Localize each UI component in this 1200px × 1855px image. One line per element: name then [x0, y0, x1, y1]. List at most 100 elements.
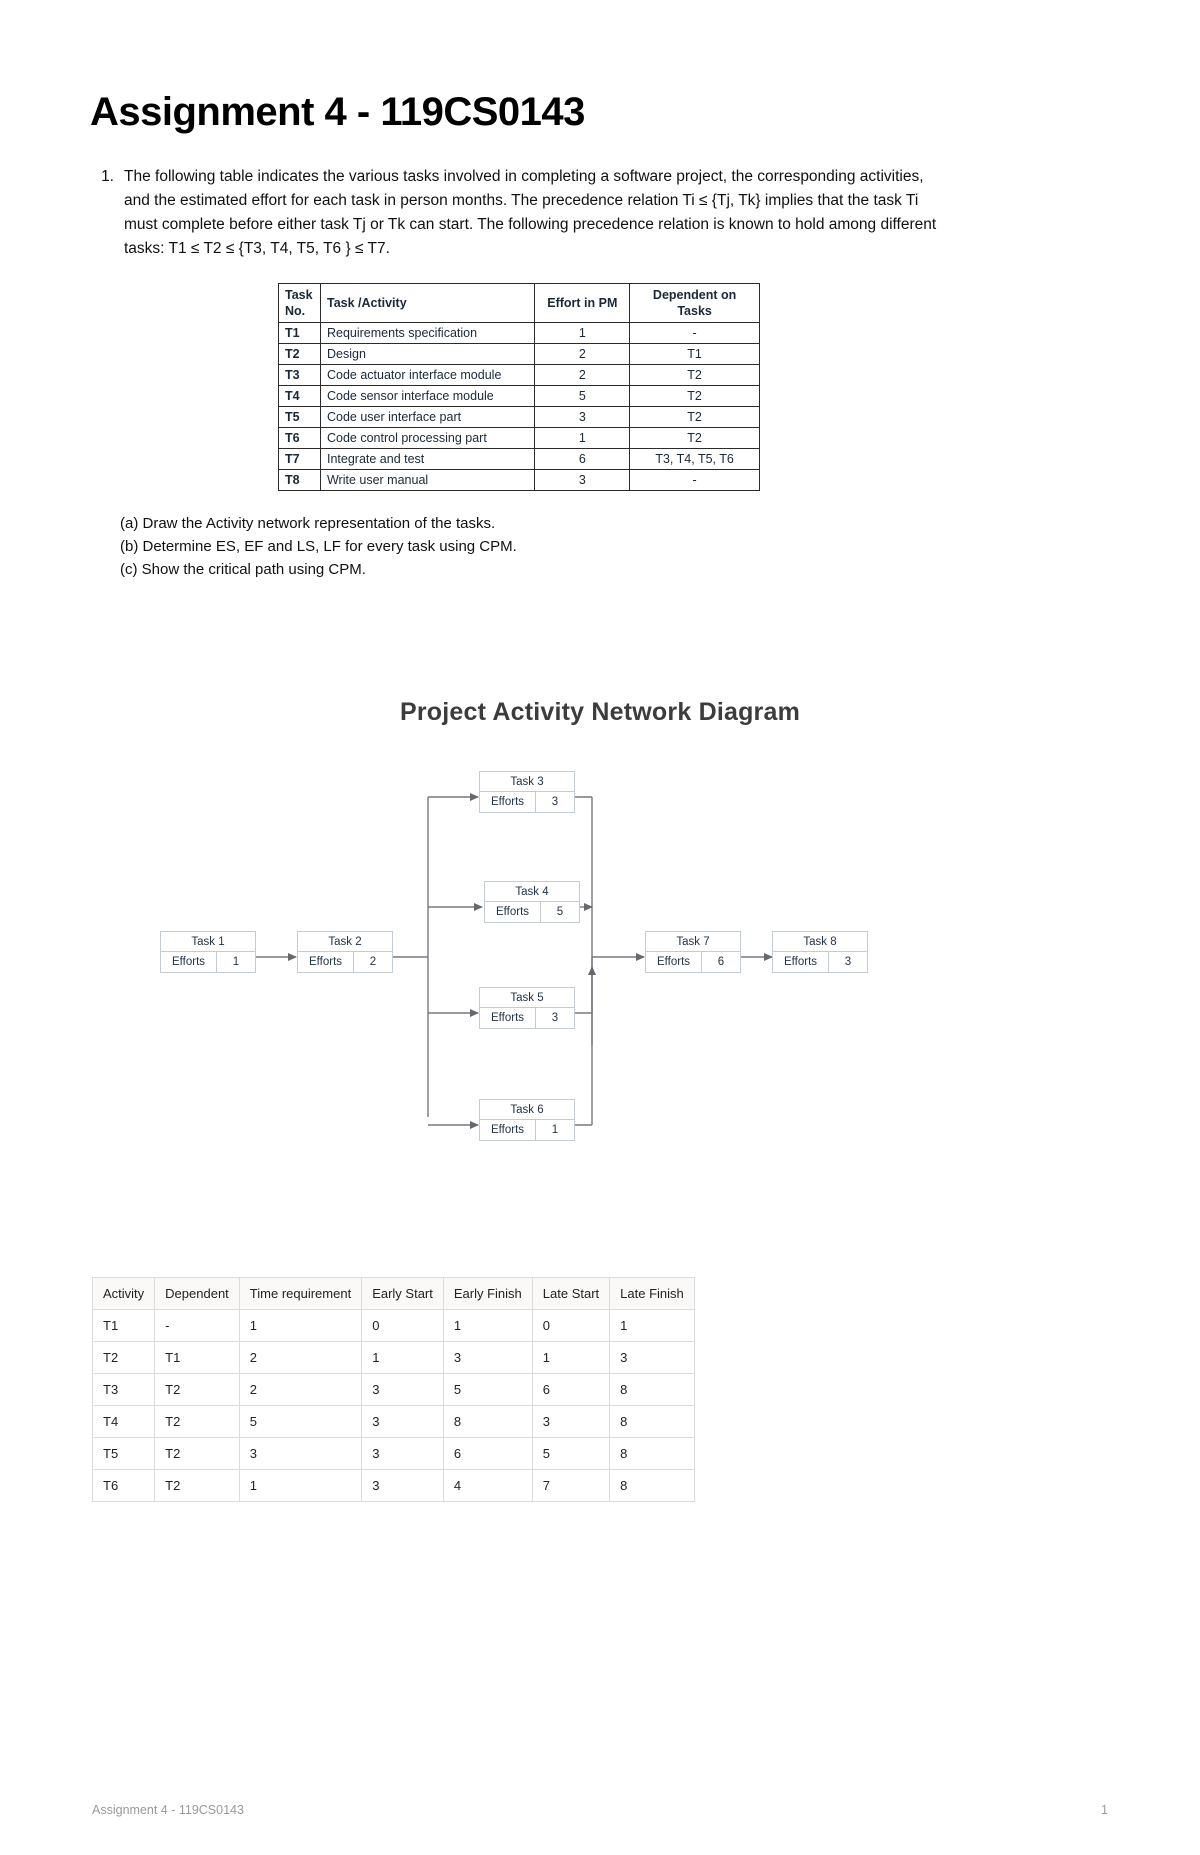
cell-dependent: T2: [629, 364, 760, 386]
cpm-cell-ls: 3: [531, 1405, 611, 1438]
cpm-cell-dependent: T1: [154, 1341, 240, 1374]
table-row: T2 Design 2 T1: [278, 343, 760, 365]
th-effort-pm: Effort in PM: [534, 283, 631, 323]
cpm-cell-ef: 6: [442, 1437, 533, 1470]
diagram-node-task-5: Task 5 Efforts 3: [479, 987, 575, 1029]
diagram-node-task-4: Task 4 Efforts 5: [484, 881, 580, 923]
cpm-cell-ef: 1: [442, 1309, 533, 1342]
cpm-cell-time: 2: [238, 1373, 363, 1406]
cpm-header-row: Activity Dependent Time requirement Earl…: [91, 1277, 695, 1310]
footer-page-number: 1: [1101, 1803, 1108, 1817]
cpm-results-table: Activity Dependent Time requirement Earl…: [91, 1277, 695, 1502]
diagram-node-task-6: Task 6 Efforts 1: [479, 1099, 575, 1141]
th-task-no: Task No.: [278, 283, 321, 323]
cpm-cell-lf: 8: [609, 1437, 695, 1470]
node-effort-label: Efforts: [480, 792, 536, 812]
th-task-activity: Task /Activity: [319, 283, 536, 323]
cpm-cell-es: 3: [361, 1469, 444, 1502]
node-effort-value: 3: [844, 956, 852, 968]
cpm-cell-lf: 8: [609, 1469, 695, 1502]
table-row: T5 Code user interface part 3 T2: [278, 406, 760, 428]
cpm-cell-time: 5: [238, 1405, 363, 1438]
node-effort-label: Efforts: [298, 952, 354, 972]
table-row: T4 T2 5 3 8 3 8: [91, 1405, 695, 1438]
cell-effort: 6: [534, 448, 631, 470]
diagram-node-task-3: Task 3 Efforts 3: [479, 771, 575, 813]
cell-dependent: T2: [629, 385, 760, 407]
sub-question-b: (b) Determine ES, EF and LS, LF for ever…: [120, 538, 517, 555]
cell-dependent: -: [629, 322, 760, 344]
cpm-cell-es: 1: [361, 1341, 444, 1374]
cell-effort: 3: [534, 469, 631, 491]
cpm-th-late-start: Late Start: [531, 1277, 611, 1310]
question-number: 1.: [101, 168, 114, 185]
task-activity-table: Task No. Task /Activity Effort in PM Dep…: [278, 283, 760, 491]
table-row: T1 - 1 0 1 0 1: [91, 1309, 695, 1342]
cpm-th-early-finish: Early Finish: [442, 1277, 533, 1310]
th-task-no-line1: Task: [285, 288, 313, 302]
cpm-cell-time: 1: [238, 1469, 363, 1502]
cpm-cell-ls: 7: [531, 1469, 611, 1502]
cpm-cell-activity: T6: [91, 1469, 156, 1502]
node-title: Task 1: [161, 932, 255, 952]
cell-dependent: -: [629, 469, 760, 491]
table-row: T7 Integrate and test 6 T3, T4, T5, T6: [278, 448, 760, 470]
cell-effort: 3: [534, 406, 631, 428]
cpm-cell-time: 2: [238, 1341, 363, 1374]
node-effort-label: Efforts: [480, 1120, 536, 1140]
table-row: T8 Write user manual 3 -: [278, 469, 760, 491]
cell-activity: Code actuator interface module: [319, 364, 536, 386]
cell-activity: Design: [319, 343, 536, 365]
sub-question-a: (a) Draw the Activity network representa…: [120, 515, 496, 532]
table-row: T4 Code sensor interface module 5 T2: [278, 385, 760, 407]
cpm-th-early-start: Early Start: [361, 1277, 444, 1310]
node-effort-value: 3: [551, 1012, 559, 1024]
cpm-cell-es: 3: [361, 1437, 444, 1470]
node-title: Task 5: [480, 988, 574, 1008]
table-row: T2 T1 2 1 3 1 3: [91, 1341, 695, 1374]
cpm-cell-es: 0: [361, 1309, 444, 1342]
cpm-cell-lf: 1: [609, 1309, 695, 1342]
node-effort-label: Efforts: [480, 1008, 536, 1028]
cell-activity: Code control processing part: [319, 427, 536, 449]
cpm-cell-dependent: T2: [154, 1469, 240, 1502]
cpm-cell-lf: 8: [609, 1405, 695, 1438]
cell-task-no: T7: [278, 448, 321, 470]
table-row: T1 Requirements specification 1 -: [278, 322, 760, 344]
table-row: T6 Code control processing part 1 T2: [278, 427, 760, 449]
cpm-cell-es: 3: [361, 1405, 444, 1438]
cpm-cell-dependent: T2: [154, 1373, 240, 1406]
cell-effort: 1: [534, 427, 631, 449]
node-title: Task 6: [480, 1100, 574, 1120]
cell-dependent: T2: [629, 406, 760, 428]
cell-dependent: T1: [629, 343, 760, 365]
th-task-no-line2: No.: [285, 304, 306, 318]
table-row: T5 T2 3 3 6 5 8: [91, 1437, 695, 1470]
cell-activity: Requirements specification: [319, 322, 536, 344]
cpm-cell-ef: 4: [442, 1469, 533, 1502]
cell-task-no: T6: [278, 427, 321, 449]
cell-activity: Integrate and test: [319, 448, 536, 470]
cpm-cell-activity: T1: [91, 1309, 156, 1342]
cell-effort: 1: [534, 322, 631, 344]
cell-dependent: T3, T4, T5, T6: [629, 448, 760, 470]
cpm-cell-ls: 1: [531, 1341, 611, 1374]
node-effort-value: 3: [551, 796, 559, 808]
cell-activity: Write user manual: [319, 469, 536, 491]
cpm-cell-activity: T5: [91, 1437, 156, 1470]
node-title: Task 8: [773, 932, 867, 952]
cpm-cell-time: 3: [238, 1437, 363, 1470]
cpm-th-activity: Activity: [91, 1277, 156, 1310]
table-row: T6 T2 1 3 4 7 8: [91, 1469, 695, 1502]
footer-title: Assignment 4 - 119CS0143: [92, 1803, 244, 1817]
sub-question-c: (c) Show the critical path using CPM.: [120, 561, 366, 578]
diagram-node-task-7: Task 7 Efforts 6: [645, 931, 741, 973]
node-effort-value: 5: [556, 906, 564, 918]
cpm-th-time-requirement: Time requirement: [238, 1277, 363, 1310]
cpm-cell-dependent: T2: [154, 1405, 240, 1438]
cell-activity: Code user interface part: [319, 406, 536, 428]
table-header-row: Task No. Task /Activity Effort in PM Dep…: [278, 283, 760, 323]
node-effort-label: Efforts: [773, 952, 829, 972]
table-row: T3 T2 2 3 5 6 8: [91, 1373, 695, 1406]
